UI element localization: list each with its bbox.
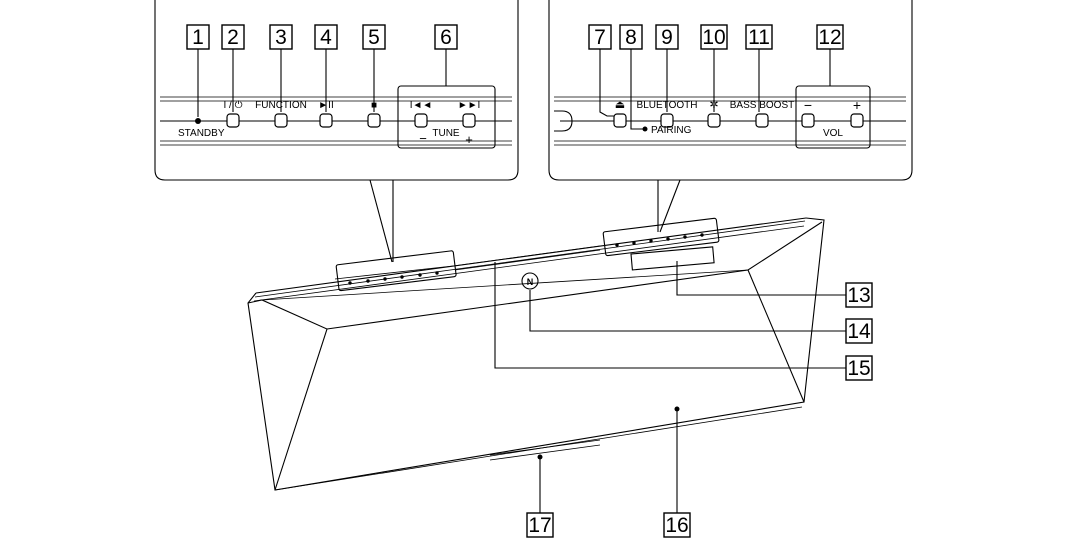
eject-button[interactable] bbox=[613, 113, 627, 128]
svg-text:14: 14 bbox=[847, 320, 871, 343]
stop-label: ■ bbox=[371, 100, 377, 111]
svg-text:4: 4 bbox=[320, 26, 332, 49]
callout-10: 10 bbox=[700, 24, 728, 50]
svg-text:6: 6 bbox=[440, 26, 452, 49]
svg-text:9: 9 bbox=[661, 26, 673, 49]
svg-text:3: 3 bbox=[275, 26, 287, 49]
power-button[interactable] bbox=[226, 113, 240, 128]
prev-label: I◄◄ bbox=[410, 100, 433, 111]
svg-text:5: 5 bbox=[368, 26, 380, 49]
svg-text:8: 8 bbox=[625, 26, 637, 49]
svg-text:11: 11 bbox=[748, 26, 770, 49]
svg-text:N: N bbox=[527, 277, 534, 287]
callout-9: 9 bbox=[655, 24, 679, 50]
tune-minus-label: − bbox=[419, 131, 427, 146]
wireless-label: ✲ bbox=[709, 99, 718, 111]
zoom-connectors bbox=[369, 179, 681, 263]
left-zoom-panel: 1 2 3 4 5 6 STANDBY bbox=[154, 0, 519, 181]
next-label: ►►I bbox=[458, 100, 481, 111]
vol-minus-label: − bbox=[804, 97, 812, 113]
callout-1: 1 bbox=[186, 24, 210, 50]
bluetooth-label: BLUETOOTH bbox=[637, 100, 698, 111]
pairing-label: PAIRING bbox=[651, 125, 692, 136]
svg-text:2: 2 bbox=[227, 26, 239, 49]
device-body: N bbox=[247, 217, 825, 491]
tune-minus-button[interactable] bbox=[414, 113, 428, 128]
callout-6: 6 bbox=[434, 24, 458, 50]
power-label: I / ⏻ bbox=[223, 100, 242, 111]
svg-text:12: 12 bbox=[818, 26, 841, 49]
nfc-mark bbox=[521, 272, 539, 290]
display-window bbox=[630, 246, 715, 271]
right-zoom-panel: 7 8 9 10 11 12 ⏏ BL bbox=[548, 0, 913, 181]
standby-led bbox=[195, 118, 201, 124]
callout-4: 4 bbox=[314, 24, 338, 50]
stop-button[interactable] bbox=[367, 113, 381, 128]
bass-boost-button[interactable] bbox=[755, 113, 769, 128]
callout-14: 14 bbox=[845, 318, 873, 344]
function-button[interactable] bbox=[274, 113, 288, 128]
callout-13: 13 bbox=[845, 282, 873, 308]
svg-text:1: 1 bbox=[192, 26, 204, 49]
tune-plus-label: + bbox=[465, 132, 473, 147]
svg-text:13: 13 bbox=[847, 284, 870, 307]
callout-11: 11 bbox=[745, 24, 773, 50]
svg-text:16: 16 bbox=[665, 514, 688, 537]
play-pause-label: ►II bbox=[318, 100, 333, 111]
eject-label: ⏏ bbox=[615, 99, 625, 111]
tune-label: TUNE bbox=[432, 128, 460, 139]
callout-2: 2 bbox=[221, 24, 245, 50]
function-label: FUNCTION bbox=[255, 100, 307, 111]
vol-plus-button[interactable] bbox=[850, 113, 864, 128]
vol-plus-label: + bbox=[853, 97, 861, 113]
play-pause-button[interactable] bbox=[319, 113, 333, 128]
tune-plus-button[interactable] bbox=[462, 113, 476, 128]
svg-text:15: 15 bbox=[847, 357, 870, 380]
svg-text:17: 17 bbox=[528, 514, 551, 537]
svg-text:10: 10 bbox=[702, 26, 725, 49]
callout-3: 3 bbox=[269, 24, 293, 50]
svg-text:7: 7 bbox=[594, 26, 606, 49]
vol-minus-button[interactable] bbox=[801, 113, 815, 128]
callout-7: 7 bbox=[588, 24, 612, 50]
callout-5: 5 bbox=[362, 24, 386, 50]
callout-15: 15 bbox=[845, 355, 873, 381]
callout-8: 8 bbox=[619, 24, 643, 50]
vol-label: VOL bbox=[823, 128, 843, 139]
lower-callouts: 13 14 15 16 17 bbox=[494, 261, 873, 538]
bluetooth-button[interactable] bbox=[660, 113, 674, 128]
callout-12: 12 bbox=[816, 24, 844, 50]
callout-16: 16 bbox=[663, 512, 691, 538]
wireless-button[interactable] bbox=[707, 113, 721, 128]
callout-17: 17 bbox=[526, 512, 554, 538]
standby-label: STANDBY bbox=[178, 128, 225, 139]
bass-boost-label: BASS BOOST bbox=[730, 100, 794, 111]
